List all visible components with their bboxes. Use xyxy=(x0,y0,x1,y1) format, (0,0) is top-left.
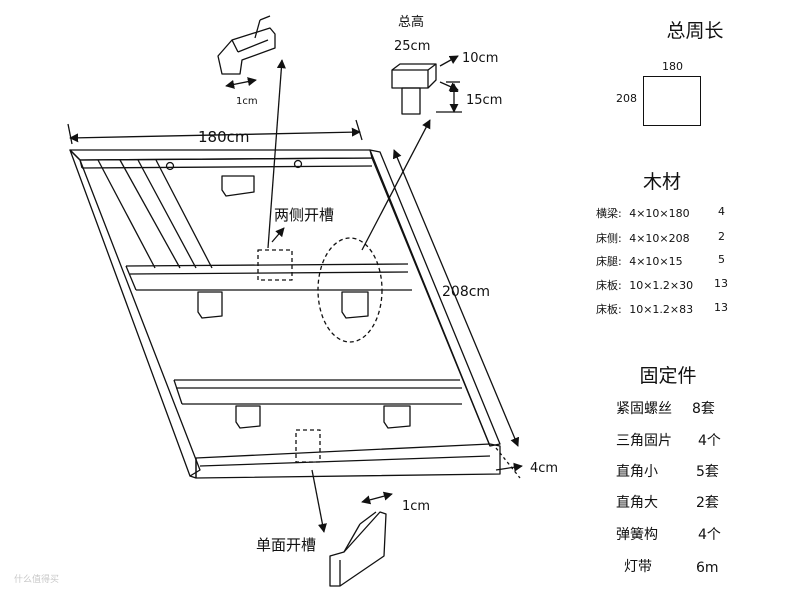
wood-item-name: 床板: xyxy=(596,303,622,316)
perimeter-title: 总周长 xyxy=(666,20,724,42)
dim-leg-bottom: 15cm xyxy=(466,93,502,108)
wood-item-name: 床侧: xyxy=(596,232,622,245)
perimeter-height: 208 xyxy=(616,92,637,105)
materials-panel: 总周长 180 208 木材 横梁: 4×10×180 4 床侧: 4×10×2… xyxy=(580,0,800,600)
fixing-item-qty: 4个 xyxy=(698,527,721,543)
fixing-item-name: 灯带 xyxy=(624,559,652,575)
wood-item: 床板: 10×1.2×83 13 xyxy=(596,301,728,317)
fixing-item: 弹簧构 4个 xyxy=(616,524,721,544)
wood-item-name: 横梁: xyxy=(596,207,622,220)
dim-top-length: 180cm xyxy=(198,128,250,146)
fixing-item-name: 弹簧构 xyxy=(616,527,658,543)
leg-piece xyxy=(391,63,437,115)
leg-height-label: 总高 xyxy=(398,14,424,30)
fixing-item-qty: 2套 xyxy=(696,495,719,511)
wood-item: 横梁: 4×10×180 4 xyxy=(596,205,725,221)
fixing-item: 直角小 5套 xyxy=(616,461,719,481)
fixing-item-qty: 6m xyxy=(696,560,719,576)
fixing-item-name: 直角大 xyxy=(616,495,658,511)
fixing-item-qty: 5套 xyxy=(696,464,719,480)
fixing-item-name: 紧固螺丝 xyxy=(616,401,672,417)
dim-groove-top: 1cm xyxy=(236,96,258,107)
wood-item: 床侧: 4×10×208 2 xyxy=(596,230,725,246)
watermark: 什么值得买 xyxy=(14,575,60,585)
wood-item-qty: 5 xyxy=(718,253,725,266)
dim-side-length: 208cm xyxy=(442,284,490,300)
wood-item-name: 床板: xyxy=(596,279,622,292)
dim-leg-top: 10cm xyxy=(462,51,498,66)
dim-leg-total: 25cm xyxy=(394,39,430,54)
middle-beam-1 xyxy=(125,263,412,291)
single-slot-marker xyxy=(295,429,321,463)
fixing-item: 直角大 2套 xyxy=(616,492,719,512)
dim-groove-bottom: 1cm xyxy=(402,499,430,514)
fixing-item: 灯带 6m xyxy=(624,556,719,576)
wood-item-spec: 10×1.2×30 xyxy=(629,279,694,292)
wood-item: 床腿: 4×10×15 5 xyxy=(596,253,725,269)
groove-block-bottom xyxy=(329,511,387,587)
wood-item-spec: 4×10×15 xyxy=(629,255,683,268)
perimeter-width: 180 xyxy=(662,60,683,73)
wood-item-qty: 13 xyxy=(714,301,728,314)
fixing-item: 三角固片 4个 xyxy=(616,430,721,450)
wood-item-spec: 4×10×180 xyxy=(629,207,690,220)
fixing-item: 紧固螺丝 8套 xyxy=(616,398,715,418)
wood-item-qty: 4 xyxy=(718,205,725,218)
groove-block-top xyxy=(217,15,276,75)
left-rail xyxy=(69,149,201,477)
wood-item-spec: 4×10×208 xyxy=(629,232,690,245)
slats xyxy=(97,159,213,269)
wood-item: 床板: 10×1.2×30 13 xyxy=(596,277,728,293)
hole-right xyxy=(293,159,303,169)
wood-item-qty: 2 xyxy=(718,230,725,243)
fixing-item-qty: 8套 xyxy=(692,401,715,417)
fixing-item-name: 三角固片 xyxy=(616,433,672,449)
dim-thickness: 4cm xyxy=(530,461,558,476)
wood-title: 木材 xyxy=(642,171,681,193)
perimeter-rect xyxy=(643,76,701,126)
leg-highlight-ellipse xyxy=(317,237,383,343)
wood-item-spec: 10×1.2×83 xyxy=(629,303,694,316)
wood-item-qty: 13 xyxy=(714,277,728,290)
side-slot-label: 两侧开槽 xyxy=(274,206,334,224)
single-slot-label: 单面开槽 xyxy=(256,536,316,554)
wood-item-name: 床腿: xyxy=(596,255,622,268)
fixing-item-name: 直角小 xyxy=(616,464,658,480)
middle-beam-2 xyxy=(173,379,462,405)
fixing-item-qty: 4个 xyxy=(698,433,721,449)
fixings-title: 固定件 xyxy=(639,365,697,387)
hole-left xyxy=(165,161,175,171)
side-slot-marker xyxy=(257,249,293,281)
